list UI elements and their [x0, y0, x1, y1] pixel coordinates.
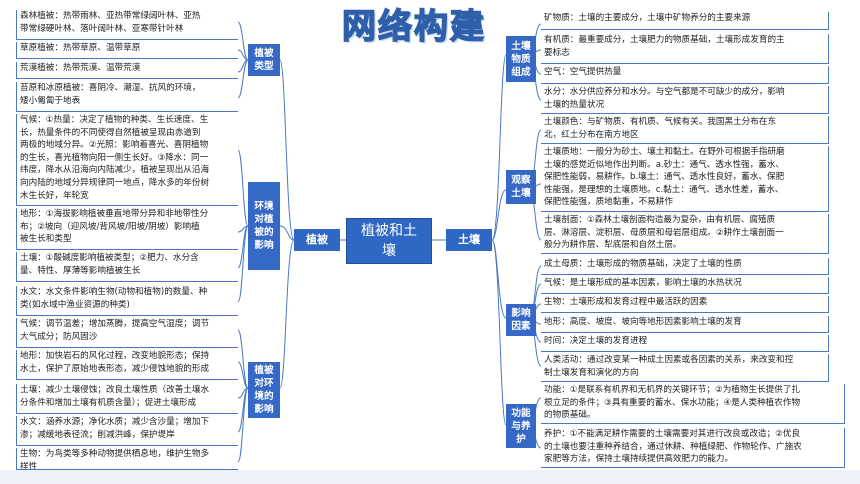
item-biology-factor: 生物：土壤形成和发育过程中最活跃的因素 — [541, 296, 829, 313]
item-forest-vegetation: 森林植被：热带雨林、亚热带常绿阔叶林、亚热 带常绿硬叶林、落叶阔叶林、亚寒带针叶… — [16, 10, 238, 40]
tag-vegetation-effect-on-env: 植被 对环 境的 影响 — [248, 362, 280, 418]
tag-vegetation-types: 植被 类型 — [248, 44, 280, 76]
item-minerals: 矿物质：土壤的主要成分，土壤中矿物养分的主要来源 — [541, 12, 829, 30]
item-veg-terrain: 地形：加快岩石的风化过程，改变地貌形态；保持 水土，保护了原始地表形态，减少侵蚀… — [16, 350, 238, 380]
item-climate-factor: 气候：是土壤形成的基本因素，影响土壤的水热状况 — [541, 277, 829, 294]
item-veg-climate: 气候：调节温差；增加蒸腾，提高空气湿度；调节 大气成分；防风固沙 — [16, 318, 238, 348]
item-climate-effect: 气候：①热量：决定了植物的种类、生长速度、生 长，热量条件的不同使得自然植被呈现… — [16, 114, 238, 206]
item-veg-biology: 生物：为鸟类等多种动物提供栖息地，维护生物多 样性 — [16, 448, 238, 470]
vegetation-main-node: 植被 — [294, 229, 340, 251]
item-terrain-effect: 地形：①海拔影响植被垂直地带分异和非地带性分 布；②坡向（迎风坡/背风坡/阳坡/… — [16, 208, 238, 250]
item-soil-profile: 土壤剖面：①森林土壤剖面构造最为复杂，由有机层、腐殖质 层、淋溶层、淀积层、母质… — [541, 214, 829, 254]
tag-influencing-factors: 影响 因素 — [506, 304, 536, 336]
item-water: 水分：水分供应养分和水分。与空气都是不可缺少的成分，影响 土壤的热量状况 — [541, 86, 829, 114]
page-title: 网络构建 — [341, 6, 486, 48]
item-terrain-factor: 地形：高度、坡度、坡向等地形因素影响土壤的发育 — [541, 316, 829, 333]
tag-env-effect-on-vegetation: 环境 对植 被的 影响 — [248, 182, 280, 270]
item-tundra-vegetation: 苔原和冰原植被：喜阴冷、潮湿、抗风的环境， 矮小匍匐于地表 — [16, 82, 238, 112]
tag-function-and-care: 功能 与养 护 — [506, 404, 536, 448]
item-veg-soil: 土壤：减少土壤侵蚀；改良土壤性质（改善土壤水 分条件和增加土壤有机质含量）；促进… — [16, 384, 238, 414]
item-soil-care: 养护：①不能满足耕作需要的土壤需要对其进行改良或改造；②优良 的土壤也要注重种养… — [541, 428, 845, 468]
item-desert-vegetation: 荒漠植被：热带荒漠、温带荒漠 — [16, 62, 238, 79]
item-organic-matter: 有机质：最重要成分，土壤肥力的物质基础，土壤形成发育的主 要标志 — [541, 34, 829, 64]
item-human-factor: 人类活动：通过改变某一种成土因素或各因素的关系，来改变和控 制土壤发育和演化的方… — [541, 354, 829, 382]
item-air: 空气：空气提供热量 — [541, 66, 829, 84]
item-time-factor: 时间：决定土壤的发育进程 — [541, 335, 829, 352]
item-soil-effect: 土壤：①酸碱度影响植被类型；②肥力、水分含 量、特性、厚薄等影响植被生长 — [16, 252, 238, 282]
center-node: 植被和土 壤 — [346, 218, 432, 264]
item-grassland-vegetation: 草原植被：热带草原、温带草原 — [16, 42, 238, 59]
item-veg-hydrology: 水文：涵养水源；净化水质；减少含沙量；增加下 渗；减缓地表径流；削减洪峰，保护堤… — [16, 416, 238, 446]
item-hydrology-effect: 水文：水文条件影响生物(动物和植物)的数量、种 类(如水域中渔业资源的种类) — [16, 286, 238, 316]
bottom-bar — [0, 470, 860, 484]
item-soil-color: 土壤颜色：与矿物质、有机质、气候有关。我国黑土分布在东 北，红土分布在南方地区 — [541, 116, 829, 144]
item-soil-texture: 土壤质地：一般分为砂土、壤土和黏土。在野外可根据手指研磨 土壤的感觉近似地作出判… — [541, 146, 829, 212]
soil-main-node: 土壤 — [446, 229, 492, 251]
tag-soil-composition: 土壤 物质 组成 — [506, 36, 536, 82]
tag-observe-soil: 观察 土壤 — [506, 170, 536, 204]
item-soil-function: 功能：①是联系有机界和无机界的关键环节；②为植物生长提供了扎 根立足的条件；③具… — [541, 384, 845, 424]
item-parent-material: 成土母质：土壤形成的物质基础，决定了土壤的性质 — [541, 258, 829, 275]
